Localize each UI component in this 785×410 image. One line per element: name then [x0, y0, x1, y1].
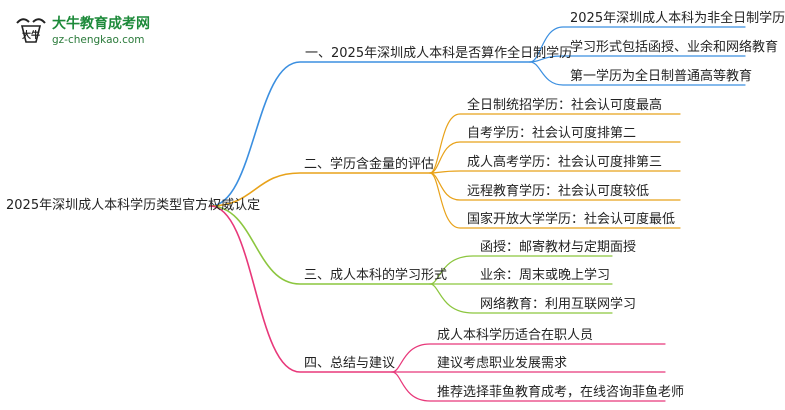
- branch-1-item-3-connector: [529, 61, 746, 86]
- branch-2-item-4: 远程教育学历：社会认可度较低: [467, 184, 650, 199]
- branch-2-connector: [209, 172, 431, 207]
- branch-2-item-3-connector: [429, 170, 681, 174]
- branch-2-label: 二、学历含金量的评估: [304, 157, 435, 172]
- root-node: 2025年深圳成人本科学历类型官方权威认定: [6, 198, 261, 213]
- branch-3-connector: [209, 205, 431, 285]
- branch-1-item-3: 第一学历为全日制普通高等教育: [570, 69, 753, 84]
- branch-4-item-3-connector: [391, 371, 666, 402]
- bull-logo-icon: 大牛: [16, 18, 46, 43]
- branch-2-item-3: 成人高考学历：社会认可度排第三: [467, 155, 663, 170]
- branch-3-item-3: 网络教育：利用互联网学习: [480, 297, 637, 312]
- branch-3-label: 三、成人本科的学习形式: [304, 268, 448, 283]
- branch-4-connector: [209, 205, 393, 373]
- svg-text:大牛: 大牛: [22, 29, 40, 41]
- branch-1-connector: [209, 61, 531, 207]
- branch-1-item-2-connector: [529, 55, 746, 63]
- branch-4-item-3: 推荐选择菲鱼教育成考，在线咨询菲鱼老师: [437, 385, 685, 400]
- branch-1-item-1: 2025年深圳成人本科为非全日制学历: [570, 11, 785, 26]
- branch-4-item-1-connector: [391, 343, 666, 373]
- branch-2-item-5-connector: [429, 172, 681, 229]
- branch-4-label: 四、总结与建议: [304, 356, 396, 371]
- branch-4-item-1: 成人本科学历适合在职人员: [437, 328, 594, 343]
- branch-4-item-2: 建议考虑职业发展需求: [437, 356, 568, 371]
- branch-1-label: 一、2025年深圳成人本科是否算作全日制学历: [305, 46, 573, 61]
- branch-1-item-1-connector: [529, 26, 746, 63]
- branch-3-item-1-connector: [429, 255, 613, 285]
- branch-3-item-3-connector: [429, 283, 613, 314]
- logo-site-name: 大牛教育成考网: [52, 16, 150, 32]
- logo-site-url: gz-chengkao.com: [52, 34, 145, 46]
- branch-2-item-2: 自考学历：社会认可度排第二: [467, 126, 637, 141]
- branch-2-item-1: 全日制统招学历：社会认可度最高: [467, 98, 663, 113]
- site-logo[interactable]: 大牛 大牛教育成考网 gz-chengkao.com: [14, 14, 154, 52]
- branch-3-item-2: 业余：周末或晚上学习: [480, 268, 611, 283]
- branch-1-item-2: 学习形式包括函授、业余和网络教育: [570, 40, 779, 55]
- branch-2-item-5: 国家开放大学学历：社会认可度最低: [467, 212, 676, 227]
- branch-3-item-1: 函授：邮寄教材与定期面授: [480, 240, 637, 255]
- mindmap-connectors: [209, 26, 746, 402]
- branch-2-item-1-connector: [429, 113, 681, 174]
- branch-2-item-2-connector: [429, 141, 681, 174]
